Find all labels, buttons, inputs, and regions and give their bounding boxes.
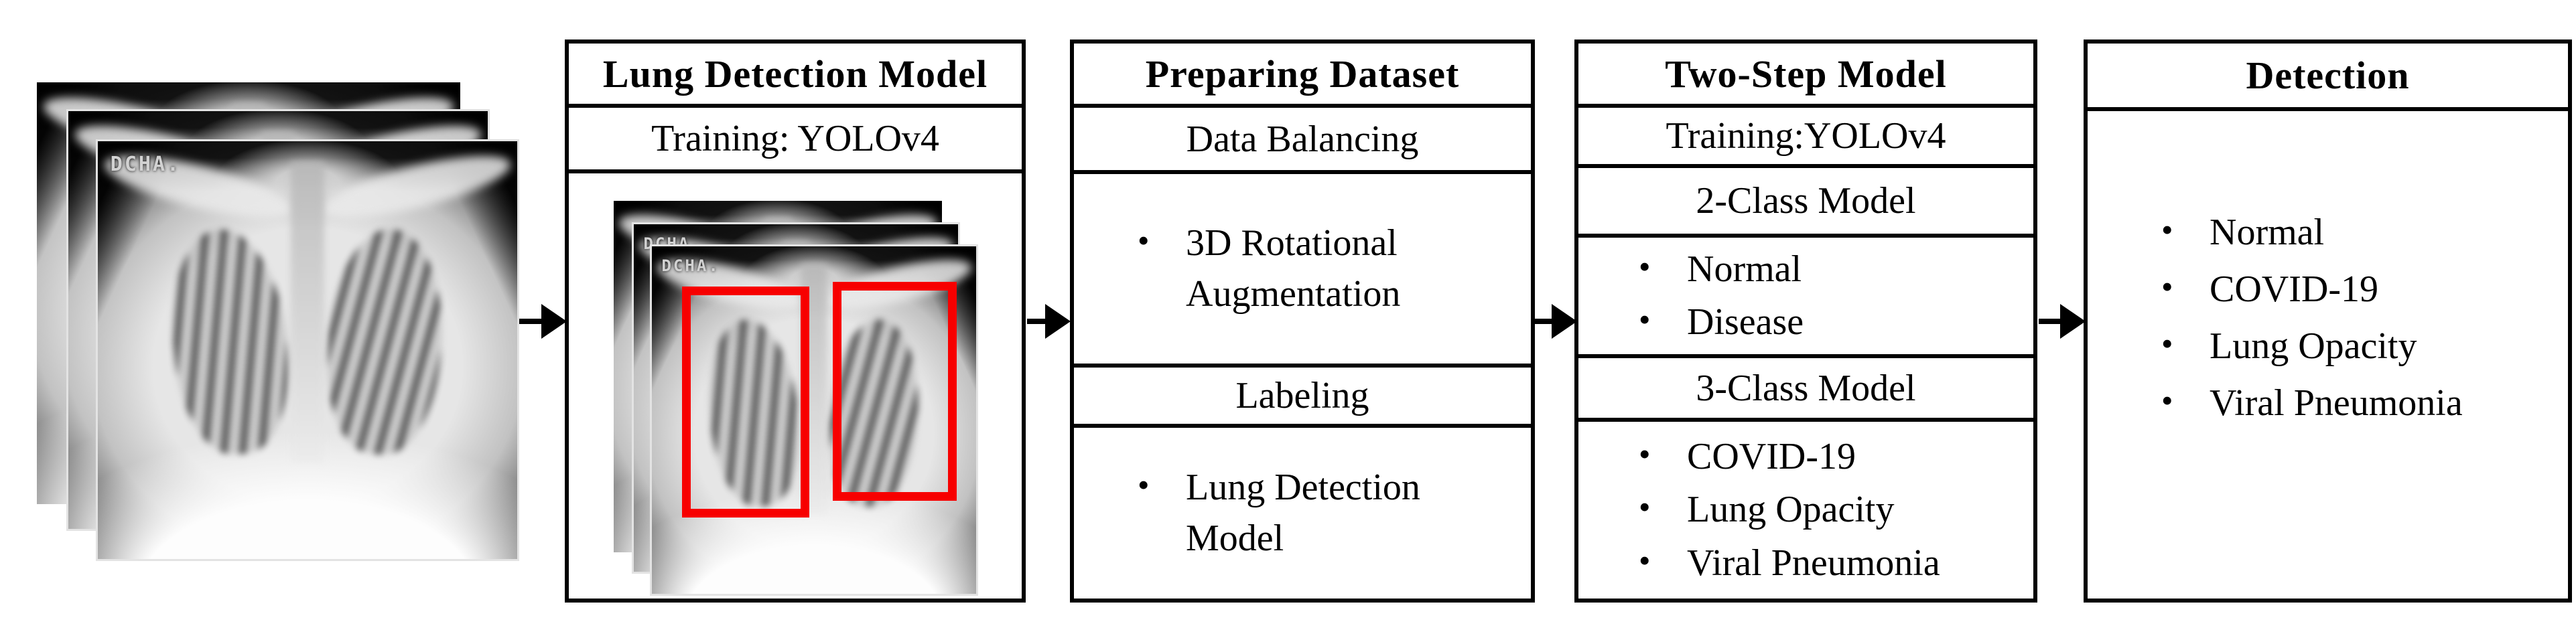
list-item: • COVID-19 — [2161, 264, 2568, 315]
stage-two-step-model: Two-Step Model Training:YOLOv4 2-Class M… — [1574, 39, 2037, 603]
section-2-class-items: • Normal • Disease — [1578, 238, 2033, 358]
section-header-2-class-model: 2-Class Model — [1578, 168, 2033, 238]
list-item-label: COVID-19 — [1687, 436, 1856, 478]
detection-classes-list: • Normal • COVID-19 • Lung Opacity • Vir… — [2088, 111, 2568, 599]
list-item: • Viral Pneumonia — [1639, 538, 2033, 588]
list-item: • Disease — [1639, 297, 2033, 347]
xray-corner-label: DCHA. — [110, 152, 182, 176]
bullet-icon: • — [2161, 325, 2173, 362]
flow-arrow-1 — [519, 304, 567, 339]
list-item: • Viral Pneumonia — [2161, 378, 2568, 428]
list-item-label: Viral Pneumonia — [1687, 542, 1940, 584]
bullet-icon: • — [1639, 541, 1651, 579]
xray-sheet-front: DCHA. — [650, 244, 978, 596]
detected-xray-panel: DCHA. DCHA. — [569, 173, 1022, 599]
list-item-label: Lung Opacity — [2210, 325, 2417, 367]
list-item: • 3D Rotational Augmentation — [1138, 218, 1531, 319]
list-item-label: Normal — [2210, 211, 2325, 253]
list-item-label: Disease — [1687, 301, 1804, 343]
list-item-label: Lung Opacity — [1687, 489, 1895, 531]
detected-xray-stack: DCHA. DCHA. — [614, 201, 989, 603]
section-header-labeling: Labeling — [1074, 368, 1531, 428]
list-item: • COVID-19 — [1639, 432, 2033, 482]
bullet-icon: • — [2161, 382, 2173, 420]
section-3-class-items: • COVID-19 • Lung Opacity • Viral Pneumo… — [1578, 422, 2033, 599]
flow-arrow-4 — [2039, 304, 2086, 339]
stage-lung-detection-model: Lung Detection Model Training: YOLOv4 — [565, 39, 1026, 603]
section-data-balancing-items: • 3D Rotational Augmentation — [1074, 174, 1531, 368]
lung-bounding-box-left — [682, 287, 809, 518]
bullet-icon: • — [1639, 435, 1651, 473]
xray-sheet-front: DCHA. — [96, 139, 519, 561]
bullet-icon: • — [1138, 466, 1150, 504]
flow-arrow-2 — [1027, 304, 1071, 339]
stage-title: Preparing Dataset — [1074, 44, 1531, 108]
bullet-icon: • — [1138, 222, 1150, 260]
xray-spine — [290, 162, 325, 463]
list-item-label: Normal — [1687, 248, 1802, 290]
list-item-label: Viral Pneumonia — [2210, 382, 2463, 424]
bullet-icon: • — [2161, 210, 2173, 248]
flow-arrow-3 — [1535, 304, 1577, 339]
bullet-icon: • — [1639, 301, 1651, 338]
stage-title: Detection — [2088, 44, 2568, 111]
bullet-icon: • — [1639, 488, 1651, 526]
xray-corner-label: DCHA. — [661, 256, 720, 275]
stage-title: Two-Step Model — [1578, 44, 2033, 108]
section-labeling-items: • Lung Detection Model — [1074, 428, 1531, 599]
lung-bounding-box-right — [833, 282, 957, 501]
bullet-icon: • — [2161, 267, 2173, 305]
list-item: • Lung Opacity — [1639, 485, 2033, 535]
list-item: • Normal — [1639, 244, 2033, 295]
list-item: • Lung Opacity — [2161, 321, 2568, 372]
section-header-data-balancing: Data Balancing — [1074, 108, 1531, 174]
list-item: • Lung Detection Model — [1138, 463, 1531, 563]
section-header-3-class-model: 3-Class Model — [1578, 358, 2033, 422]
list-item: • Normal — [2161, 208, 2568, 258]
training-label: Training:YOLOv4 — [1578, 108, 2033, 168]
list-item-label: 3D Rotational Augmentation — [1186, 222, 1401, 315]
list-item-label: COVID-19 — [2210, 268, 2378, 310]
input-xray-stack: DCHA. — [37, 82, 520, 562]
stage-preparing-dataset: Preparing Dataset Data Balancing • 3D Ro… — [1070, 39, 1535, 603]
bullet-icon: • — [1639, 247, 1651, 285]
list-item-label: Lung Detection Model — [1186, 467, 1420, 559]
stage-title: Lung Detection Model — [569, 44, 1022, 108]
training-label: Training: YOLOv4 — [569, 108, 1022, 173]
stage-detection: Detection • Normal • COVID-19 • Lung Opa… — [2084, 39, 2572, 603]
